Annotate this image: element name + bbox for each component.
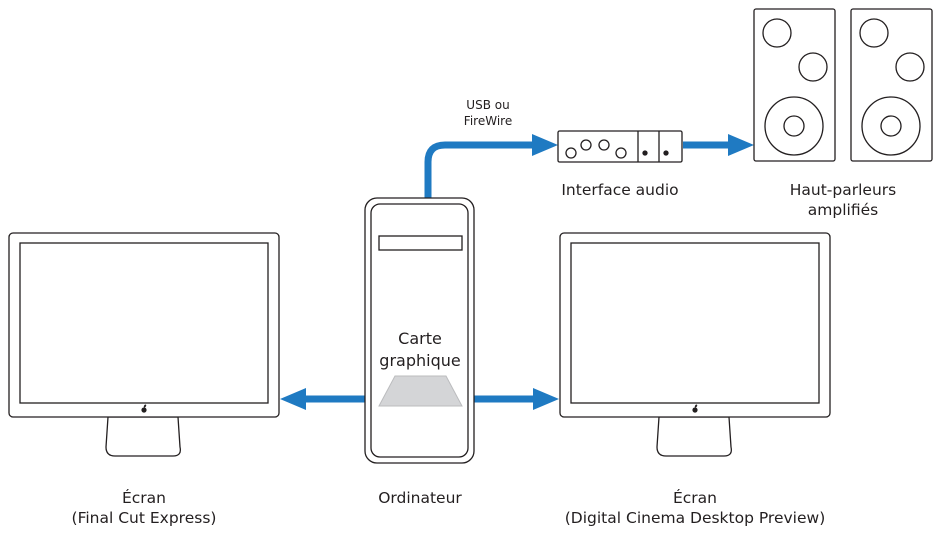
cable-arrow-to-right-display <box>533 388 559 410</box>
connection-label: USB ou FireWire <box>463 98 513 128</box>
audio-interface-icon <box>557 130 683 163</box>
interface-to-speakers-cable <box>683 134 754 156</box>
cable-arrow-to-left-display <box>280 388 306 410</box>
right-display-icon <box>559 232 831 457</box>
apple-logo-icon <box>692 404 698 413</box>
left-display-label: Écran (Final Cut Express) <box>71 489 217 527</box>
audio-interface-label: Interface audio <box>561 181 679 199</box>
right-display-label: Écran (Digital Cinema Desktop Preview) <box>564 489 826 527</box>
cable-arrow-to-interface <box>532 134 558 156</box>
graphics-card-shape <box>378 375 463 407</box>
speakers-label: Haut-parleurs amplifiés <box>789 181 897 219</box>
speaker-left-icon <box>753 8 836 162</box>
apple-logo-icon <box>141 404 147 413</box>
graphics-card-label: Carte graphique <box>379 329 461 370</box>
computer-label: Ordinateur <box>378 489 462 507</box>
computer-tower-icon <box>364 197 475 464</box>
computer-to-left-display-cable <box>280 388 365 410</box>
cable-arrow-to-speakers <box>728 134 754 156</box>
computer-to-right-display-cable <box>474 388 559 410</box>
left-display-icon <box>8 232 280 457</box>
usb-firewire-cable <box>424 134 558 198</box>
speaker-right-icon <box>850 8 933 162</box>
